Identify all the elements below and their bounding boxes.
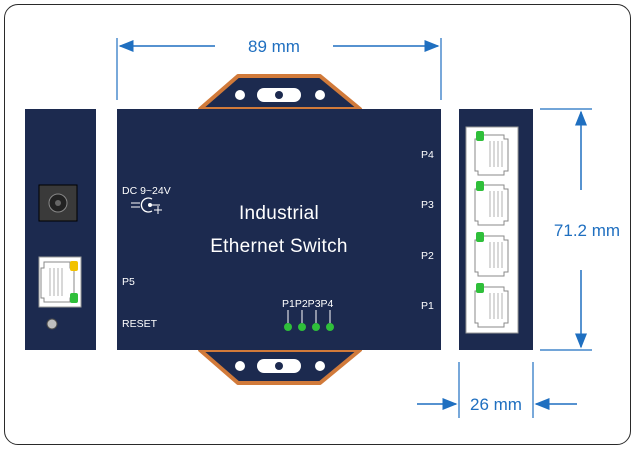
top-mounting-bracket bbox=[198, 74, 362, 111]
width-dimension: 89 mm bbox=[116, 37, 442, 100]
diagram-frame bbox=[4, 4, 631, 445]
product-title-line2: Ethernet Switch bbox=[210, 236, 348, 257]
right-side-panel bbox=[459, 109, 533, 350]
height-label: 71.2 mm bbox=[554, 221, 620, 240]
p2-led bbox=[476, 232, 484, 242]
port-label-p2: P2 bbox=[421, 250, 434, 262]
p1-led bbox=[476, 283, 484, 293]
port-label-p4: P4 bbox=[421, 149, 434, 161]
rj45-port-p1 bbox=[474, 283, 509, 328]
port-label-p1: P1 bbox=[421, 300, 434, 312]
port-p5-label: P5 bbox=[122, 276, 135, 288]
bottom-mounting-bracket bbox=[198, 348, 362, 385]
dc-polarity-icon bbox=[131, 197, 162, 214]
led-p4 bbox=[326, 323, 334, 331]
port-led-indicators bbox=[284, 310, 334, 331]
front-panel: DC 9~24V Industrial Ethernet Switch P5 R… bbox=[117, 109, 441, 350]
rj45-port-p3 bbox=[474, 181, 509, 226]
rj45-port-p4 bbox=[474, 131, 509, 176]
power-label: DC 9~24V bbox=[122, 185, 171, 197]
rj45-port-p2 bbox=[474, 232, 509, 277]
led-p3 bbox=[312, 323, 320, 331]
p5-act-led bbox=[70, 293, 78, 303]
dc-power-jack bbox=[38, 184, 78, 222]
reset-button[interactable] bbox=[46, 318, 58, 330]
led-p2 bbox=[298, 323, 306, 331]
port-label-p3: P3 bbox=[421, 199, 434, 211]
p5-link-led bbox=[70, 261, 78, 271]
reset-label: RESET bbox=[122, 318, 158, 330]
product-title-line1: Industrial bbox=[239, 203, 319, 224]
depth-dimension: 26 mm bbox=[417, 362, 577, 418]
width-label: 89 mm bbox=[248, 37, 300, 56]
depth-label: 26 mm bbox=[470, 395, 522, 414]
p3-led bbox=[476, 181, 484, 191]
led-p1 bbox=[284, 323, 292, 331]
left-side-panel bbox=[25, 109, 96, 350]
led-port-labels: P1P2P3P4 bbox=[282, 298, 334, 310]
p4-led bbox=[476, 131, 484, 141]
rj45-port-p5 bbox=[38, 256, 82, 308]
height-dimension: 71.2 mm bbox=[540, 108, 620, 351]
